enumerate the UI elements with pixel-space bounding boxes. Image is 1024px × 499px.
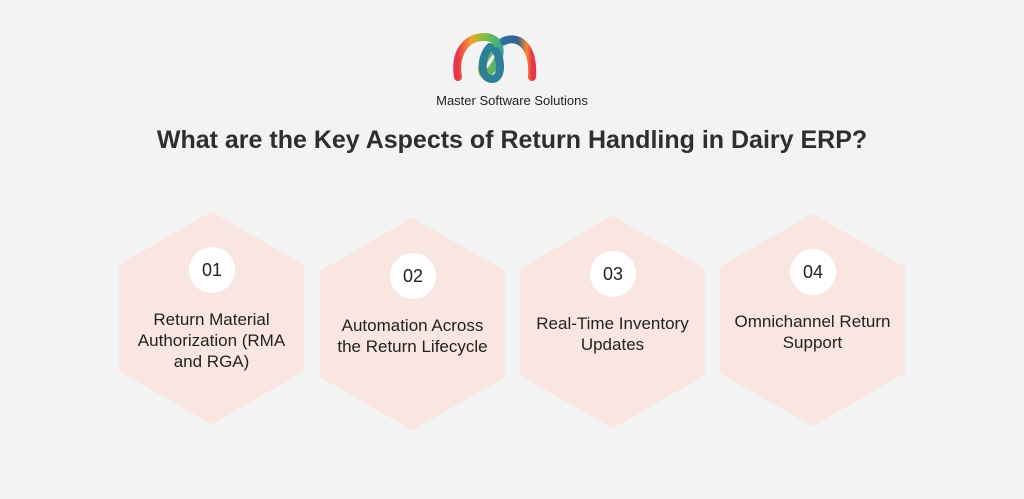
step-label: Real-Time Inventory Updates (536, 314, 689, 354)
page-title: What are the Key Aspects of Return Handl… (156, 126, 868, 154)
hexagon-shape (720, 214, 905, 426)
brand-name: Master Software Solutions (436, 93, 588, 108)
brand-logo (453, 33, 537, 84)
step-label: Omnichannel Return Support (734, 312, 891, 352)
aspect-card-4: 04 Omnichannel Return Support (720, 214, 905, 426)
aspect-card-2: 02 Automation Across the Return Lifecycl… (320, 218, 505, 430)
hexagon-shape (119, 212, 304, 424)
step-label: Automation Across the Return Lifecycle (337, 316, 488, 356)
step-number: 02 (390, 253, 436, 299)
aspect-card-1: 01 Return Material Authorization (RMA an… (119, 212, 304, 424)
step-number: 01 (189, 247, 235, 293)
hexagon-shape (520, 216, 705, 428)
step-number: 03 (590, 251, 636, 297)
step-label: Return Material Authorization (RMA and R… (137, 310, 286, 371)
aspect-card-3: 03 Real-Time Inventory Updates (520, 216, 705, 428)
step-number: 04 (790, 249, 836, 295)
hexagon-shape (320, 218, 505, 430)
